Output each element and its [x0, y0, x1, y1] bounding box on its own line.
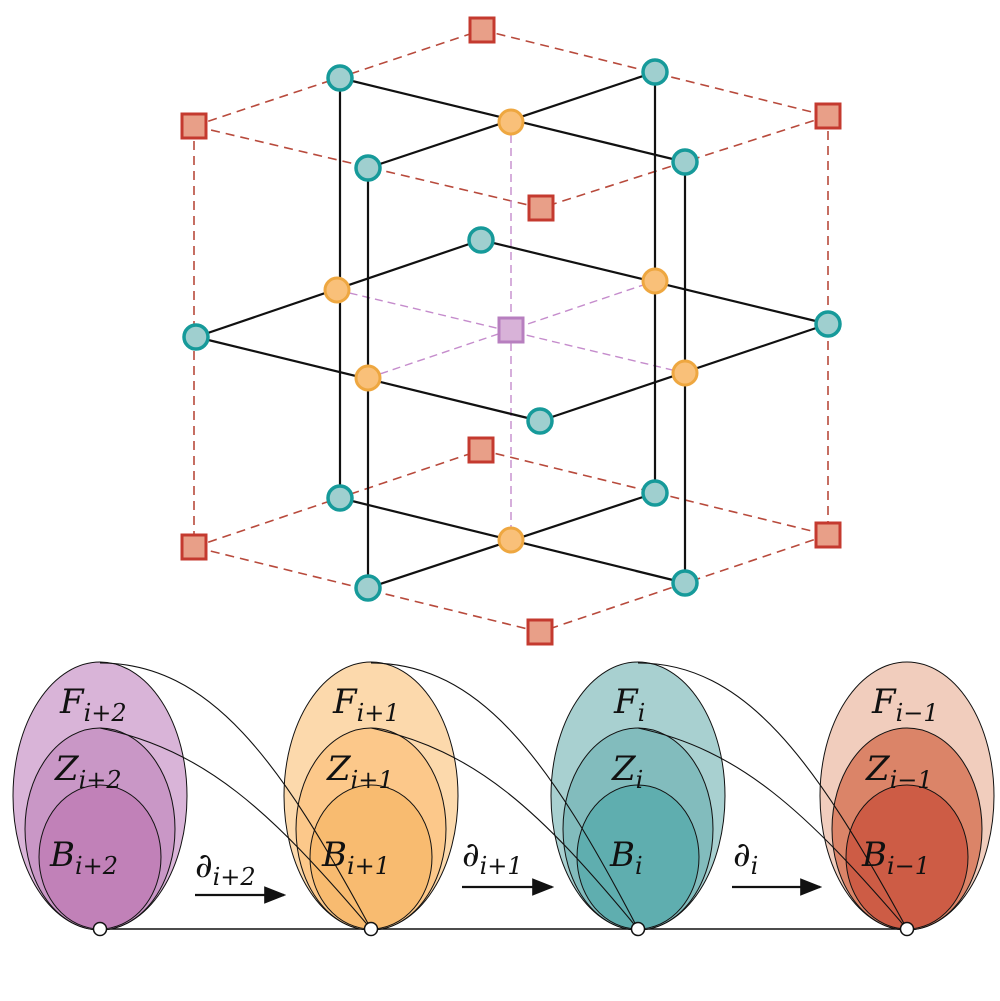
map-label: ∂i+1 — [462, 835, 523, 880]
map-label: ∂i — [733, 835, 758, 880]
zero-point — [630, 921, 646, 937]
teal-node — [326, 64, 354, 92]
label-F: Fi — [613, 682, 645, 727]
teal-node — [354, 154, 382, 182]
orange-node — [354, 364, 382, 392]
zero-point — [363, 921, 379, 937]
boundary-map-arrows: ∂i+2 ∂i+1 ∂i — [195, 835, 823, 904]
square-node — [467, 436, 495, 464]
square-node — [180, 112, 208, 140]
teal-node — [354, 574, 382, 602]
teal-node — [671, 569, 699, 597]
boundary-map-curves — [99, 662, 908, 930]
map-d-i-plus-2: ∂i+2 — [195, 846, 287, 904]
label-B: Bi+1 — [321, 835, 390, 880]
zero-point — [899, 921, 915, 937]
label-Z: Zi — [611, 749, 643, 794]
square-node — [180, 533, 208, 561]
orange-node — [671, 359, 699, 387]
map-d-i-plus-1: ∂i+1 — [462, 835, 555, 896]
group-i-plus-1: Fi+1 Zi+1 Bi+1 — [283, 661, 459, 931]
square-node — [814, 521, 842, 549]
group-i: Fi Zi Bi — [550, 661, 726, 931]
label-F: Fi−1 — [871, 682, 939, 727]
label-F: Fi+1 — [332, 682, 400, 727]
orange-node — [497, 108, 525, 136]
teal-node — [526, 407, 554, 435]
label-B: Bi+2 — [49, 835, 118, 880]
orange-nodes — [323, 108, 699, 554]
zero-point — [92, 921, 108, 937]
label-Z: Zi+2 — [54, 749, 122, 794]
teal-node — [182, 323, 210, 351]
orange-node — [323, 276, 351, 304]
teal-node — [641, 479, 669, 507]
teal-nodes — [182, 58, 842, 602]
square-node — [468, 16, 496, 44]
purple-square-node — [497, 316, 525, 344]
teal-node — [814, 310, 842, 338]
label-B: Bi−1 — [861, 835, 930, 880]
center-square-node — [497, 316, 525, 344]
label-B: Bi — [609, 835, 643, 880]
group-i-minus-1: Fi−1 Zi−1 Bi−1 — [819, 661, 995, 931]
zero-points — [92, 921, 915, 937]
chain-complex: Fi+2 Zi+2 Bi+2 Fi+1 Zi+1 Bi+1 Fi Zi Bi — [12, 661, 995, 937]
map-d-i: ∂i — [732, 835, 823, 896]
teal-node — [641, 58, 669, 86]
label-F: Fi+2 — [59, 682, 127, 727]
label-Z: Zi−1 — [865, 749, 933, 794]
square-node — [526, 618, 554, 646]
orange-node — [641, 267, 669, 295]
square-node — [527, 194, 555, 222]
label-Z: Zi+1 — [326, 749, 394, 794]
map-label: ∂i+2 — [195, 846, 256, 891]
group-i-plus-2: Fi+2 Zi+2 Bi+2 — [12, 661, 188, 931]
square-node — [814, 102, 842, 130]
orange-node — [497, 526, 525, 554]
teal-node — [671, 148, 699, 176]
cell-complex-lattice — [180, 16, 842, 646]
teal-node — [467, 226, 495, 254]
teal-node — [326, 484, 354, 512]
red-square-nodes — [180, 16, 842, 646]
